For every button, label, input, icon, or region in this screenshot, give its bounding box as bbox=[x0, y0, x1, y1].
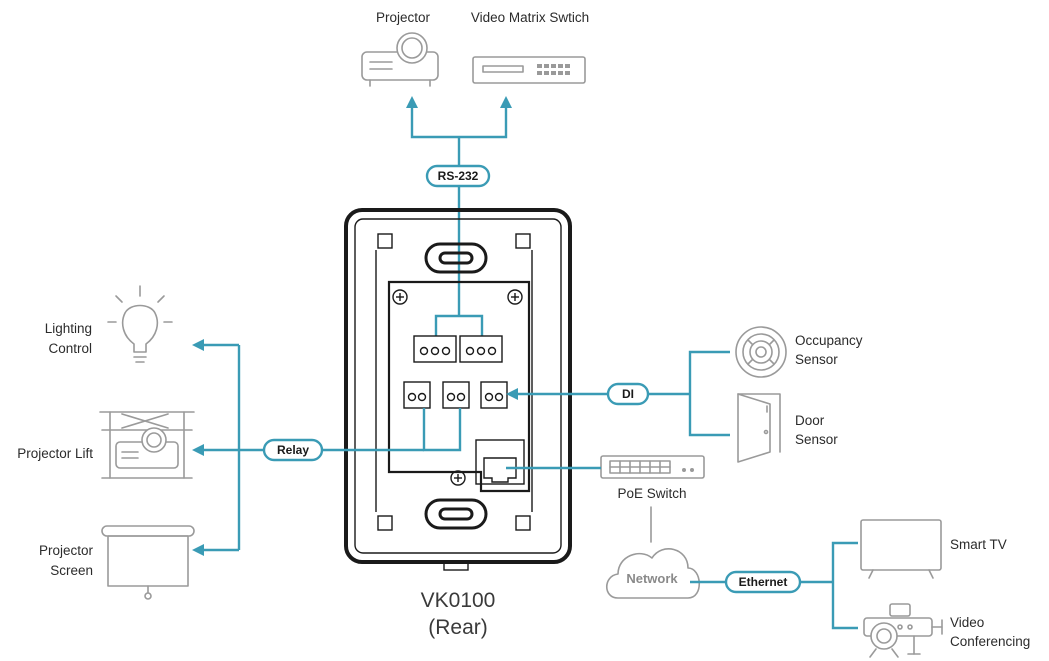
vk0100-device bbox=[344, 208, 572, 571]
lighting-label-2: Control bbox=[48, 341, 92, 356]
video-conferencing-icon bbox=[863, 603, 943, 658]
projector-label: Projector bbox=[376, 10, 431, 25]
lighting-label-1: Lighting bbox=[45, 321, 92, 336]
di-badge: DI bbox=[606, 382, 650, 406]
rs232-badge: RS-232 bbox=[425, 164, 491, 188]
door-label-1: Door bbox=[795, 413, 825, 428]
door-label-2: Sensor bbox=[795, 432, 838, 447]
svg-text:Ethernet: Ethernet bbox=[739, 575, 788, 589]
video-matrix-label: Video Matrix Swtich bbox=[471, 10, 589, 25]
lightbulb-icon bbox=[107, 285, 173, 363]
video-conferencing-label-2: Conferencing bbox=[950, 634, 1030, 649]
projector-screen-label-2: Screen bbox=[50, 563, 93, 578]
di-wiring bbox=[506, 350, 730, 437]
projector-lift-label: Projector Lift bbox=[17, 446, 93, 461]
projector-screen-icon bbox=[101, 525, 195, 600]
smart-tv-icon bbox=[860, 519, 942, 579]
projector-lift-icon bbox=[99, 411, 195, 479]
network-label: Network bbox=[626, 571, 678, 586]
ethernet-wiring bbox=[690, 541, 858, 630]
poe-switch-label: PoE Switch bbox=[617, 486, 686, 501]
svg-text:DI: DI bbox=[622, 387, 634, 401]
network-cloud-icon bbox=[605, 548, 701, 599]
projector-icon bbox=[361, 32, 439, 87]
svg-text:Relay: Relay bbox=[277, 443, 309, 457]
occupancy-sensor-icon bbox=[735, 326, 787, 378]
door-sensor-icon bbox=[737, 393, 781, 463]
relay-wiring bbox=[192, 339, 462, 556]
svg-text:RS-232: RS-232 bbox=[438, 169, 479, 183]
relay-badge: Relay bbox=[262, 438, 324, 462]
occupancy-label-1: Occupancy bbox=[795, 333, 863, 348]
poe-switch-icon bbox=[600, 455, 705, 479]
smart-tv-label: Smart TV bbox=[950, 537, 1007, 552]
device-model-label: VK0100 bbox=[421, 589, 496, 612]
occupancy-label-2: Sensor bbox=[795, 352, 838, 367]
video-conferencing-label-1: Video bbox=[950, 615, 984, 630]
device-view-label: (Rear) bbox=[428, 616, 488, 639]
ethernet-badge: Ethernet bbox=[724, 570, 802, 594]
projector-screen-label-1: Projector bbox=[39, 543, 94, 558]
rs232-wiring bbox=[406, 96, 512, 336]
video-matrix-switch-icon bbox=[472, 56, 586, 84]
